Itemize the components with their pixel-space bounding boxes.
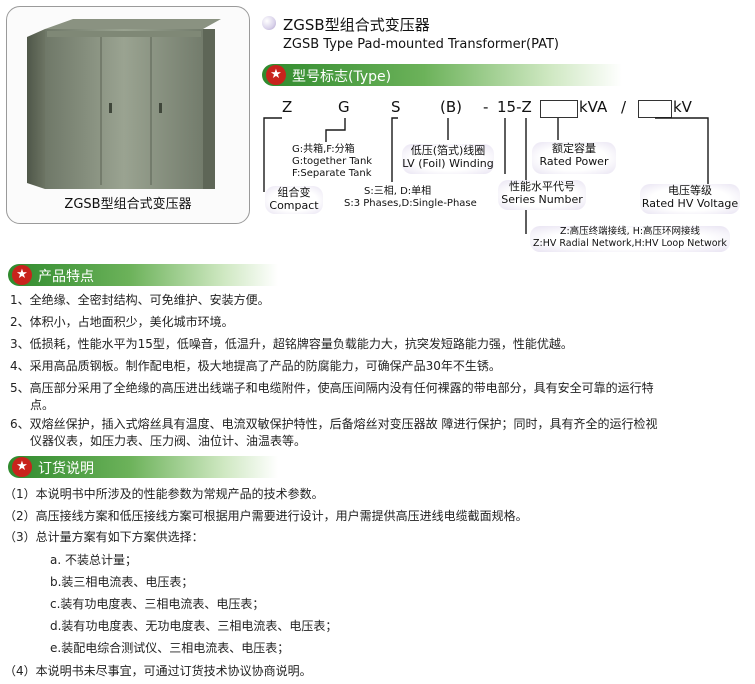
star-icon: ★ (12, 457, 32, 477)
code-slash: / (621, 98, 627, 116)
title-bullet-icon (262, 16, 276, 30)
feature-item: 3、低损耗，性能水平为15型，低噪音，低温升，超铭牌容量负载能力大，抗突发短路能… (10, 337, 573, 351)
transformer-cabinet-image (27, 19, 221, 189)
ordering-subitem: c.装有功电度表、三相电流表、电压表； (50, 597, 265, 611)
ordering-item: （3）总计量方案有如下方案供选择： (4, 530, 204, 544)
page-title-en: ZGSB Type Pad-mounted Transformer(PAT) (283, 37, 559, 52)
star-icon: ★ (12, 265, 32, 285)
page-title-cn: ZGSB型组合式变压器 (283, 16, 430, 34)
feature-item-continued: 仪器仪表，如压力表、压力阀、油位计、油温表等。 (30, 434, 307, 448)
code-dash: - (483, 98, 489, 116)
ordering-item: （1）本说明书中所涉及的性能参数为常规产品的技术参数。 (4, 487, 324, 501)
code-series: 15-Z (497, 98, 532, 116)
feature-item: 6、双熔丝保护，插入式熔丝具有温度、电流双敏保护特性，后备熔丝对变压器故 障进行… (10, 417, 658, 431)
code-b: (B) (440, 98, 462, 116)
tank-label: G:共箱,F:分箱 G:together Tank F:Separate Tan… (292, 144, 373, 179)
feature-item: 5、高压部分采用了全绝缘的高压进出线端子和电缆附件，使高压间隔内没有任何裸露的带… (10, 381, 654, 395)
code-kv: kV (673, 98, 692, 116)
product-photo-caption: ZGSB型组合式变压器 (64, 197, 192, 212)
ordering-subitem: b.装三相电流表、电压表； (50, 575, 194, 589)
ordering-item: （4）本说明书未尽事宜，可通过订货技术协议协商说明。 (4, 664, 312, 678)
type-section-bar: ★ 型号标志(Type) (262, 64, 622, 86)
feature-item: 4、采用高品质钢板。制作配电柜，极大地提高了产品的防腐能力，可确保产品30年不生… (10, 359, 501, 373)
feature-item-continued: 点。 (30, 398, 55, 412)
code-g: G (338, 98, 350, 116)
feature-item: 1、全绝缘、全密封结构、可免维护、安装方便。 (10, 293, 270, 307)
features-section-bar: ★ 产品特点 (8, 264, 278, 286)
feature-item: 2、体积小，占地面积少，美化城市环境。 (10, 315, 234, 329)
ordering-item: （2）高压接线方案和低压接线方案可根据用户需要进行设计，用户需提供高压进线电缆截… (4, 509, 528, 523)
phase-label: S:三相, D:单相 S:3 Phases,D:Single-Phase (344, 186, 477, 209)
star-icon: ★ (266, 65, 286, 85)
code-power-box (540, 100, 578, 118)
type-connector-lines (263, 117, 709, 234)
features-heading: 产品特点 (38, 269, 94, 285)
ordering-section-bar: ★ 订货说明 (8, 456, 278, 478)
product-photo-frame: ZGSB型组合式变压器 (6, 6, 250, 224)
ordering-subitem: d.装有功电度表、无功电度表、三相电流表、电压表； (50, 619, 338, 633)
code-kva: kVA (579, 98, 608, 116)
ordering-subitem: a. 不装总计量； (50, 553, 137, 567)
ordering-subitem: e.装配电综合测试仪、三相电流表、电压表； (50, 641, 290, 655)
ordering-heading: 订货说明 (38, 461, 94, 477)
type-section-heading: 型号标志(Type) (292, 69, 392, 85)
code-z: Z (282, 98, 293, 116)
code-s: S (391, 98, 401, 116)
